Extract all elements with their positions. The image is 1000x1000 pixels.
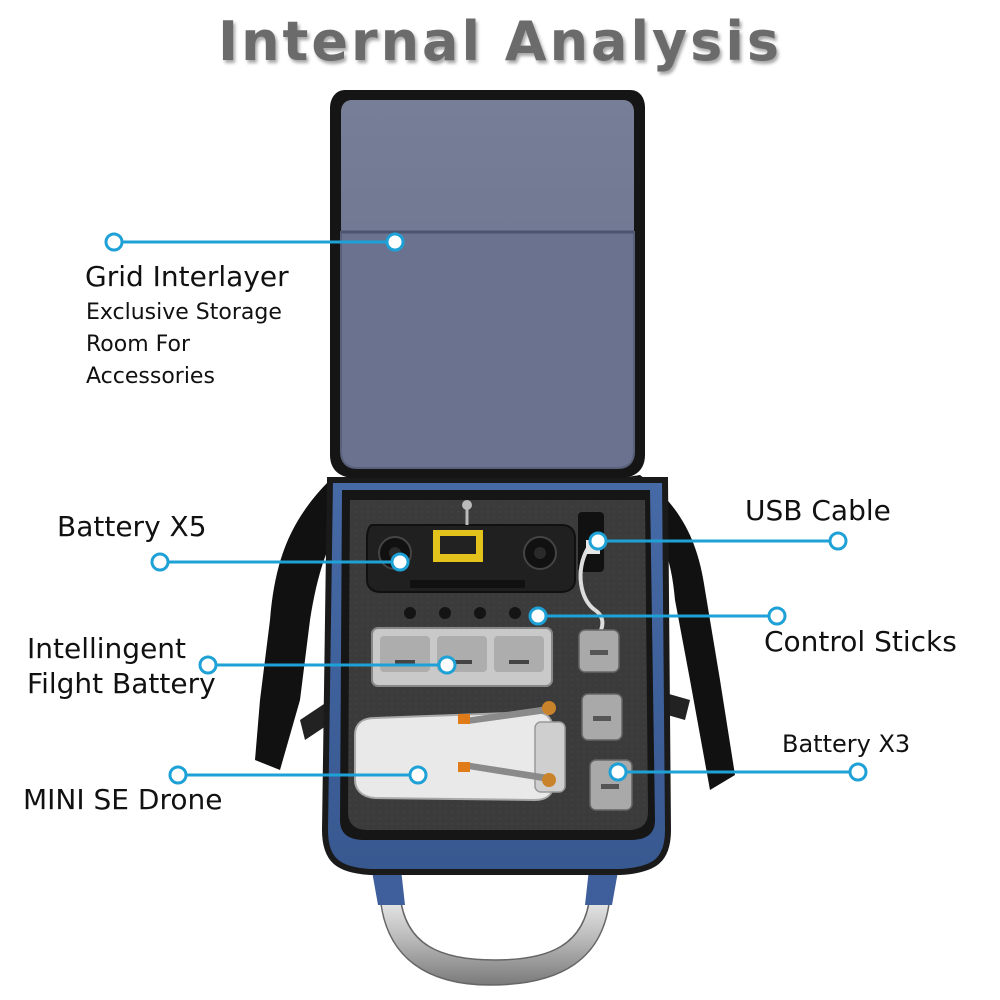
charging-hub — [371, 627, 553, 687]
spare-batteries — [578, 629, 633, 811]
grid-interlayer-title: Grid Interlayer — [85, 260, 289, 293]
callout-dot — [528, 606, 548, 626]
grid-interlayer-line-3: Accessories — [86, 364, 215, 389]
intelligent-battery-line-1: Intellingent — [27, 632, 187, 665]
usb-cable-label: USB Cable — [745, 494, 891, 527]
callout-dot — [385, 232, 405, 252]
callout-dot — [168, 765, 188, 785]
mesh-pocket — [340, 231, 635, 469]
callout-dot — [828, 531, 848, 551]
mini-se-drone-label: MINI SE Drone — [23, 783, 223, 816]
control-sticks-label: Control Sticks — [764, 625, 957, 658]
control-sticks — [404, 607, 521, 619]
callout-dot — [608, 762, 628, 782]
callout-dot — [150, 552, 170, 572]
callout-dot — [588, 531, 608, 551]
page-title: Internal Analysis — [218, 10, 782, 73]
battery-x3-label: Battery X3 — [782, 730, 911, 758]
carry-handle — [370, 860, 620, 986]
callout-dot — [390, 552, 410, 572]
callout-dot — [198, 655, 218, 675]
battery-x5-label: Battery X5 — [57, 510, 207, 543]
callout-dot — [437, 655, 457, 675]
callout-dot — [848, 762, 868, 782]
grid-interlayer-line-2: Room For — [86, 332, 191, 357]
callout-dot — [408, 765, 428, 785]
callout-dot — [767, 606, 787, 626]
bag-lid — [330, 90, 645, 478]
grid-interlayer-line-1: Exclusive Storage — [86, 300, 282, 325]
callout-dot — [104, 232, 124, 252]
drone — [354, 701, 566, 802]
callout-lines — [114, 240, 858, 777]
intelligent-battery-line-2: Filght Battery — [27, 667, 216, 700]
